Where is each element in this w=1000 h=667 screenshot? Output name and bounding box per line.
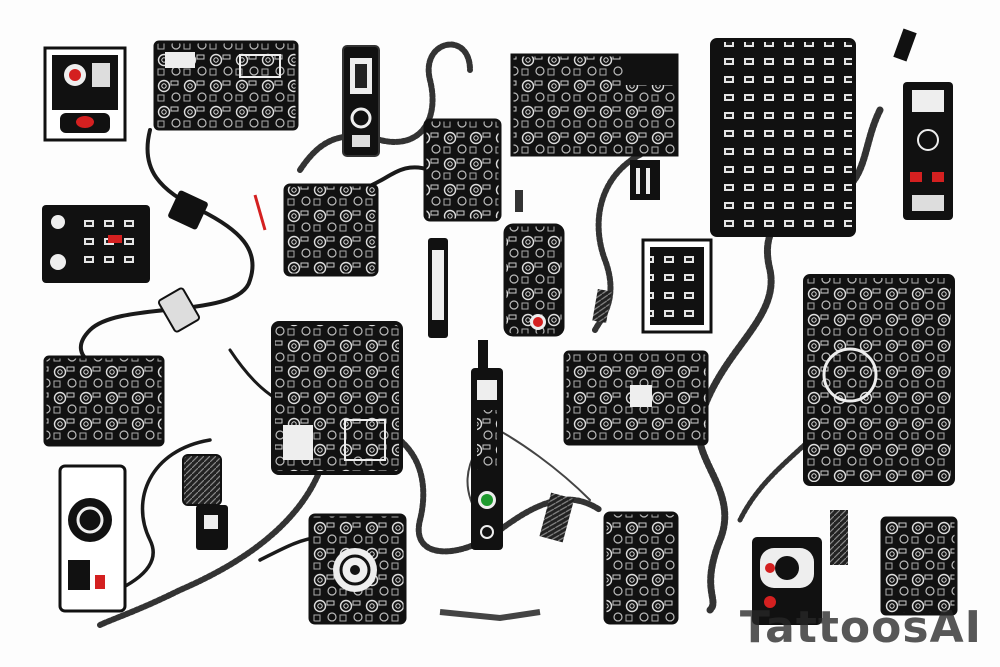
red-button-icon (76, 116, 94, 128)
electronic-panel-icon (803, 274, 955, 486)
electronic-panel-icon (308, 513, 407, 625)
electronic-panel-icon (752, 537, 822, 625)
electronic-panel-icon (471, 340, 503, 550)
dial-icon (822, 347, 878, 403)
electronic-panel-icon (283, 183, 379, 277)
electronic-panel-icon (423, 118, 502, 222)
electronic-panel-icon (503, 223, 565, 337)
electronic-panel-icon (603, 511, 679, 625)
electronic-panel-icon (641, 238, 713, 334)
electronic-panel-icon (710, 38, 856, 237)
connector-plug-icon (157, 28, 917, 622)
green-button-icon (481, 494, 493, 506)
watermark-text: TattoosAI (739, 602, 982, 653)
electronic-panel-icon (563, 350, 709, 446)
electronic-panel-icon (153, 40, 299, 131)
electronic-panel-icon (271, 321, 403, 475)
connector-plug-icon (182, 454, 228, 550)
electronic-panel-icon (510, 53, 679, 200)
electronic-panel-icon (903, 82, 953, 220)
electronic-panel-icon (42, 205, 150, 283)
red-button-icon (765, 563, 775, 573)
electronic-panel-icon (880, 516, 958, 616)
electronic-panel-icon (43, 355, 165, 447)
electronic-panel-icon (43, 46, 127, 142)
red-button-icon (910, 172, 922, 182)
electronic-panel-icon (428, 238, 448, 338)
electronic-panel-icon (342, 45, 380, 157)
electronic-panel-icon (58, 464, 127, 613)
red-button-icon (533, 317, 543, 327)
